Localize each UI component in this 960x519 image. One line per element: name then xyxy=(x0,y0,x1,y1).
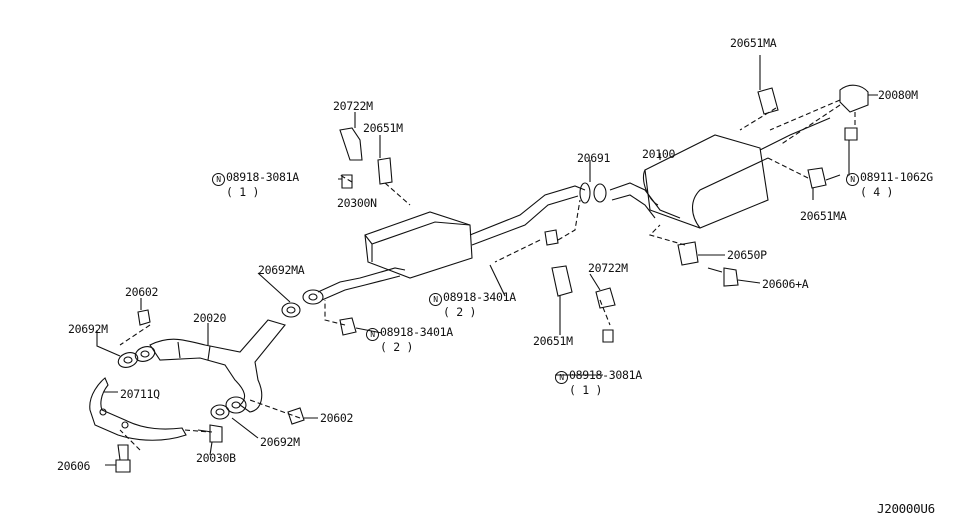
gaskets xyxy=(117,289,324,420)
part-label-20691: 20691 xyxy=(577,151,611,165)
hardware xyxy=(115,84,869,473)
part-number: 08918-3081A xyxy=(569,368,642,382)
part-label-20711Q: 20711Q xyxy=(120,387,160,401)
nut-symbol-icon: N xyxy=(366,328,379,341)
part-label-20651M-left: 20651M xyxy=(363,121,403,135)
part-number: 08918-3401A xyxy=(380,325,453,339)
quantity: ( 4 ) xyxy=(860,185,894,199)
part-label-20606: 20606 xyxy=(57,459,91,473)
part-label-20651M-right: 20651M xyxy=(533,334,573,348)
part-label-20602-top: 20602 xyxy=(125,285,159,299)
part-label-20722M-right: 20722M xyxy=(588,261,628,275)
nut-symbol-icon: N xyxy=(429,293,442,306)
quantity: ( 1 ) xyxy=(569,383,603,397)
part-number: 08918-3081A xyxy=(226,170,299,184)
quantity: ( 2 ) xyxy=(443,305,477,319)
part-label-20020: 20020 xyxy=(193,311,227,325)
part-label-20722M-left: 20722M xyxy=(333,99,373,113)
nut-symbol-icon: N xyxy=(846,173,859,186)
nut-symbol-icon: N xyxy=(212,173,225,186)
heat-shield xyxy=(89,377,187,441)
quantity: ( 1 ) xyxy=(226,185,260,199)
part-label-20692M-left: 20692M xyxy=(68,322,108,336)
part-label-20030B: 20030B xyxy=(196,451,236,465)
part-label-20602-bottom: 20602 xyxy=(320,411,354,425)
part-label-20651MA-top: 20651MA xyxy=(730,36,777,50)
part-label-20606A: 20606+A xyxy=(762,277,809,291)
front-y-pipe xyxy=(149,319,286,413)
part-label-20692MA: 20692MA xyxy=(258,263,305,277)
part-label-20692M-bottom: 20692M xyxy=(260,435,300,449)
part-label-20100: 20100 xyxy=(642,147,676,161)
quantity: ( 2 ) xyxy=(380,340,414,354)
nut-symbol-icon: N xyxy=(555,371,568,384)
dashed-lines xyxy=(119,99,856,451)
part-number: 08918-3401A xyxy=(443,290,516,304)
center-muffler xyxy=(317,185,586,301)
main-muffler xyxy=(579,117,831,229)
part-label-20650P: 20650P xyxy=(727,248,767,262)
part-label-20300N: 20300N xyxy=(337,196,377,210)
diagram-id: J20000U6 xyxy=(877,501,935,516)
part-label-20651MA-right: 20651MA xyxy=(800,209,847,223)
part-label-20080M: 20080M xyxy=(878,88,918,102)
part-number: 08911-1062G xyxy=(860,170,933,184)
